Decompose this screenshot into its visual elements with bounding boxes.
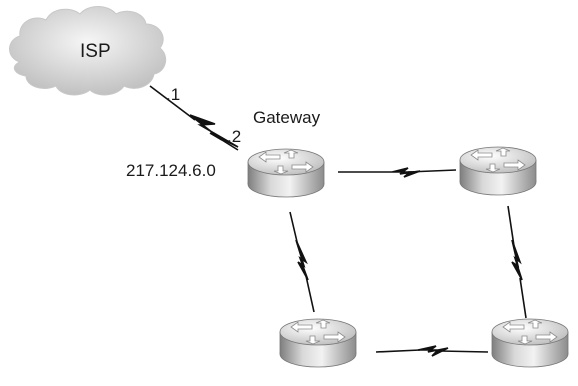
gateway-label: Gateway xyxy=(253,108,321,127)
isp-interface-label: .1 xyxy=(166,85,181,104)
isp-cloud xyxy=(9,6,167,96)
link-topright-bottomright xyxy=(507,205,527,319)
gateway-interface-label: .2 xyxy=(227,127,242,146)
link-gateway-topright xyxy=(338,167,457,178)
router-gateway xyxy=(247,148,325,198)
router-bottom-right xyxy=(491,318,569,368)
link-isp-gateway xyxy=(149,85,239,151)
router-top-right xyxy=(459,146,537,196)
isp-label: ISP xyxy=(80,41,111,62)
link-bottomleft-bottomright xyxy=(375,345,489,357)
network-address-label: 217.124.6.0 xyxy=(126,161,216,180)
serial-links xyxy=(149,85,527,357)
router-bottom-left xyxy=(279,318,357,368)
link-gateway-bottomleft xyxy=(289,211,315,313)
